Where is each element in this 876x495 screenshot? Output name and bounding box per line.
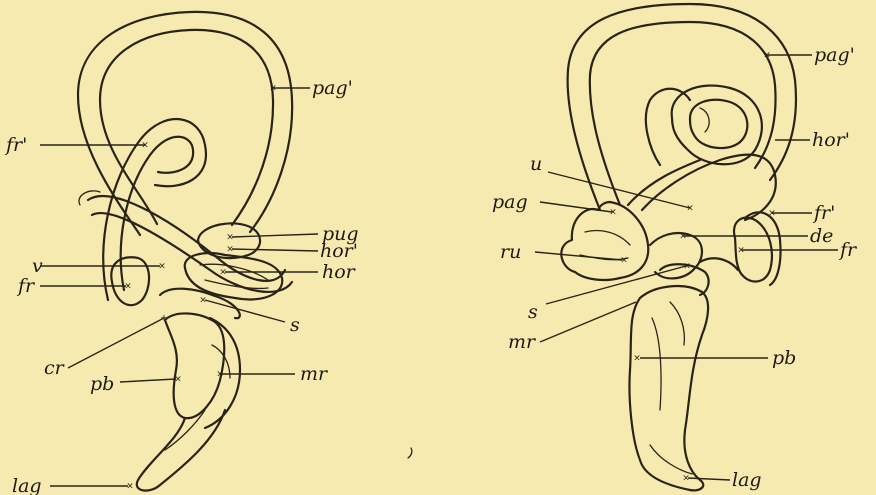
- svg-text:×: ×: [219, 268, 227, 278]
- label-left-v: v: [32, 255, 43, 277]
- svg-text:×: ×: [686, 204, 694, 214]
- label-right-pag: pag: [492, 191, 528, 213]
- label-left-fr-prime: fr': [4, 134, 27, 156]
- svg-text:×: ×: [124, 282, 132, 292]
- svg-text:×: ×: [269, 84, 277, 94]
- stray-mark: [408, 448, 412, 458]
- label-right-fr: fr: [838, 239, 858, 261]
- label-left-s: s: [290, 314, 300, 336]
- svg-text:×: ×: [158, 262, 166, 272]
- label-left-mr: mr: [300, 363, 329, 385]
- label-right-s: s: [528, 301, 538, 323]
- label-left-hor-prime: hor': [320, 240, 358, 262]
- svg-text:×: ×: [226, 245, 234, 255]
- label-right-u: u: [530, 153, 542, 175]
- label-right-lag: lag: [732, 469, 762, 491]
- svg-text:×: ×: [141, 141, 149, 151]
- svg-text:×: ×: [683, 262, 691, 272]
- svg-text:×: ×: [633, 354, 641, 364]
- label-left-pb: pb: [90, 373, 114, 395]
- svg-text:×: ×: [216, 370, 224, 380]
- label-left-fr: fr: [16, 275, 36, 297]
- left-leader-lines: [40, 88, 318, 486]
- right-labyrinth: [561, 4, 796, 490]
- svg-text:×: ×: [609, 208, 617, 218]
- svg-text:×: ×: [737, 246, 745, 256]
- svg-text:×: ×: [199, 296, 207, 306]
- label-left-lag: lag: [12, 475, 42, 495]
- svg-text:×: ×: [174, 375, 182, 385]
- svg-text:×: ×: [620, 256, 628, 266]
- right-labels: pag' hor' u pag fr' de ru fr s mr pb lag: [492, 44, 858, 491]
- svg-text:×: ×: [679, 232, 687, 242]
- left-labyrinth: [78, 12, 292, 491]
- svg-text:×: ×: [126, 482, 134, 492]
- svg-text:×: ×: [768, 209, 776, 219]
- svg-text:×: ×: [763, 51, 771, 61]
- svg-text:×: ×: [682, 474, 690, 484]
- label-right-ru: ru: [500, 241, 521, 263]
- label-left-hor: hor: [322, 261, 357, 283]
- label-right-de: de: [810, 225, 833, 247]
- label-right-mr: mr: [508, 331, 537, 353]
- label-right-hor-prime: hor': [812, 129, 850, 151]
- svg-text:×: ×: [226, 233, 234, 243]
- label-left-cr: cr: [44, 357, 66, 379]
- label-right-fr-prime: fr': [812, 202, 835, 224]
- svg-text:+: +: [160, 314, 168, 324]
- label-left-pag-prime: pag': [312, 77, 353, 99]
- label-right-pag-prime: pag': [814, 44, 855, 66]
- label-right-pb: pb: [772, 347, 796, 369]
